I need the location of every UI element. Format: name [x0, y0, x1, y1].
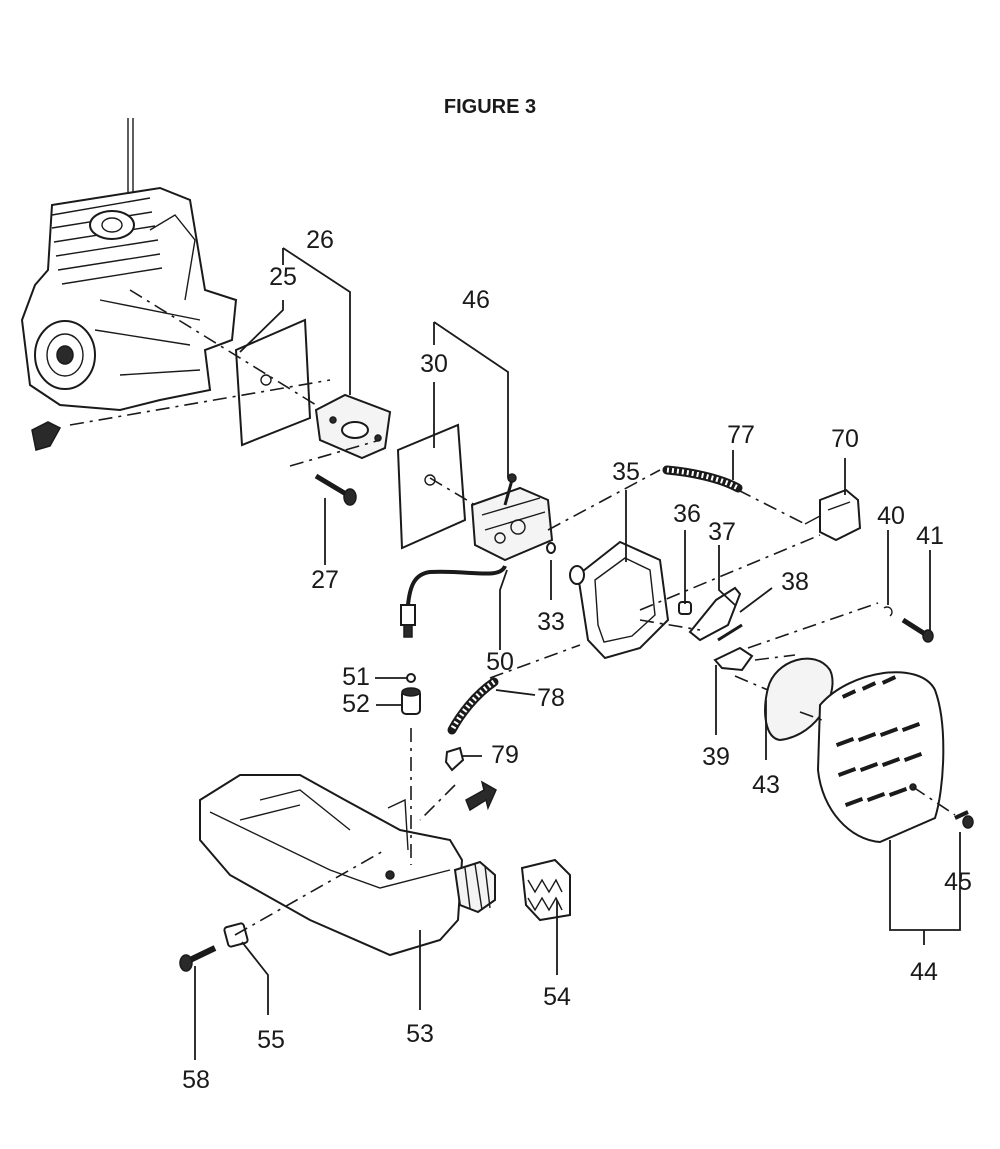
figure-title: FIGURE 3: [443, 96, 537, 118]
callout-36: 36: [673, 500, 701, 528]
callout-78: 78: [537, 684, 565, 712]
callout-37: 37: [708, 518, 736, 546]
callout-77: 77: [727, 421, 755, 449]
callout-79: 79: [491, 741, 519, 769]
callout-52: 52: [342, 690, 370, 718]
callout-45: 45: [944, 868, 972, 896]
assembly-lines: [69, 289, 956, 936]
callout-25: 25: [269, 263, 297, 291]
insulator-26: [314, 393, 392, 460]
plug-cap-70: [804, 488, 862, 542]
callout-55: 55: [257, 1026, 285, 1054]
callout-70: 70: [831, 425, 859, 453]
callout-58: 58: [182, 1066, 210, 1094]
screw-27: [314, 473, 357, 506]
callout-44: 44: [910, 958, 938, 986]
o-ring-51: [406, 673, 416, 683]
engine-assembly: [20, 118, 238, 451]
hose-78: [447, 677, 499, 735]
leader-lines: [194, 247, 961, 1060]
callout-50: 50: [486, 648, 514, 676]
assembly-arrow: [465, 780, 497, 812]
callout-39: 39: [702, 743, 730, 771]
callout-43: 43: [752, 771, 780, 799]
callout-27: 27: [311, 566, 339, 594]
callout-35: 35: [612, 458, 640, 486]
gasket-30: [396, 423, 467, 550]
callout-26: 26: [306, 226, 334, 254]
callout-41: 41: [916, 522, 944, 550]
callout-33: 33: [537, 608, 565, 636]
hose-77: [662, 465, 743, 493]
callout-54: 54: [543, 983, 571, 1011]
part-39: [713, 646, 754, 672]
callout-labels: 26 25 27 46 30 33 35 36 37 38 39 40 41 4…: [182, 226, 972, 1094]
callout-40: 40: [877, 502, 905, 530]
washer-33: [546, 542, 556, 554]
air-cleaner-base-35: [569, 540, 670, 660]
callout-51: 51: [342, 663, 370, 691]
callout-38: 38: [781, 568, 809, 596]
grommet-79: [444, 746, 465, 772]
callout-46: 46: [462, 286, 490, 314]
fuel-tank-53: [199, 774, 496, 957]
callout-30: 30: [420, 350, 448, 378]
air-cleaner-cover-44: [816, 671, 945, 844]
fuel-cap-54: [520, 858, 571, 922]
filter-52: [401, 687, 421, 715]
callout-53: 53: [406, 1020, 434, 1048]
choke-lever-37: [688, 586, 742, 642]
carburetor-46: [470, 473, 554, 562]
gasket-25: [234, 318, 312, 447]
fuel-line-50: [400, 564, 507, 638]
shaft-38: [717, 623, 743, 642]
clip-40: [883, 606, 893, 617]
bolt-58: [179, 945, 217, 972]
screw-41: [901, 617, 934, 643]
screw-45: [954, 810, 974, 829]
